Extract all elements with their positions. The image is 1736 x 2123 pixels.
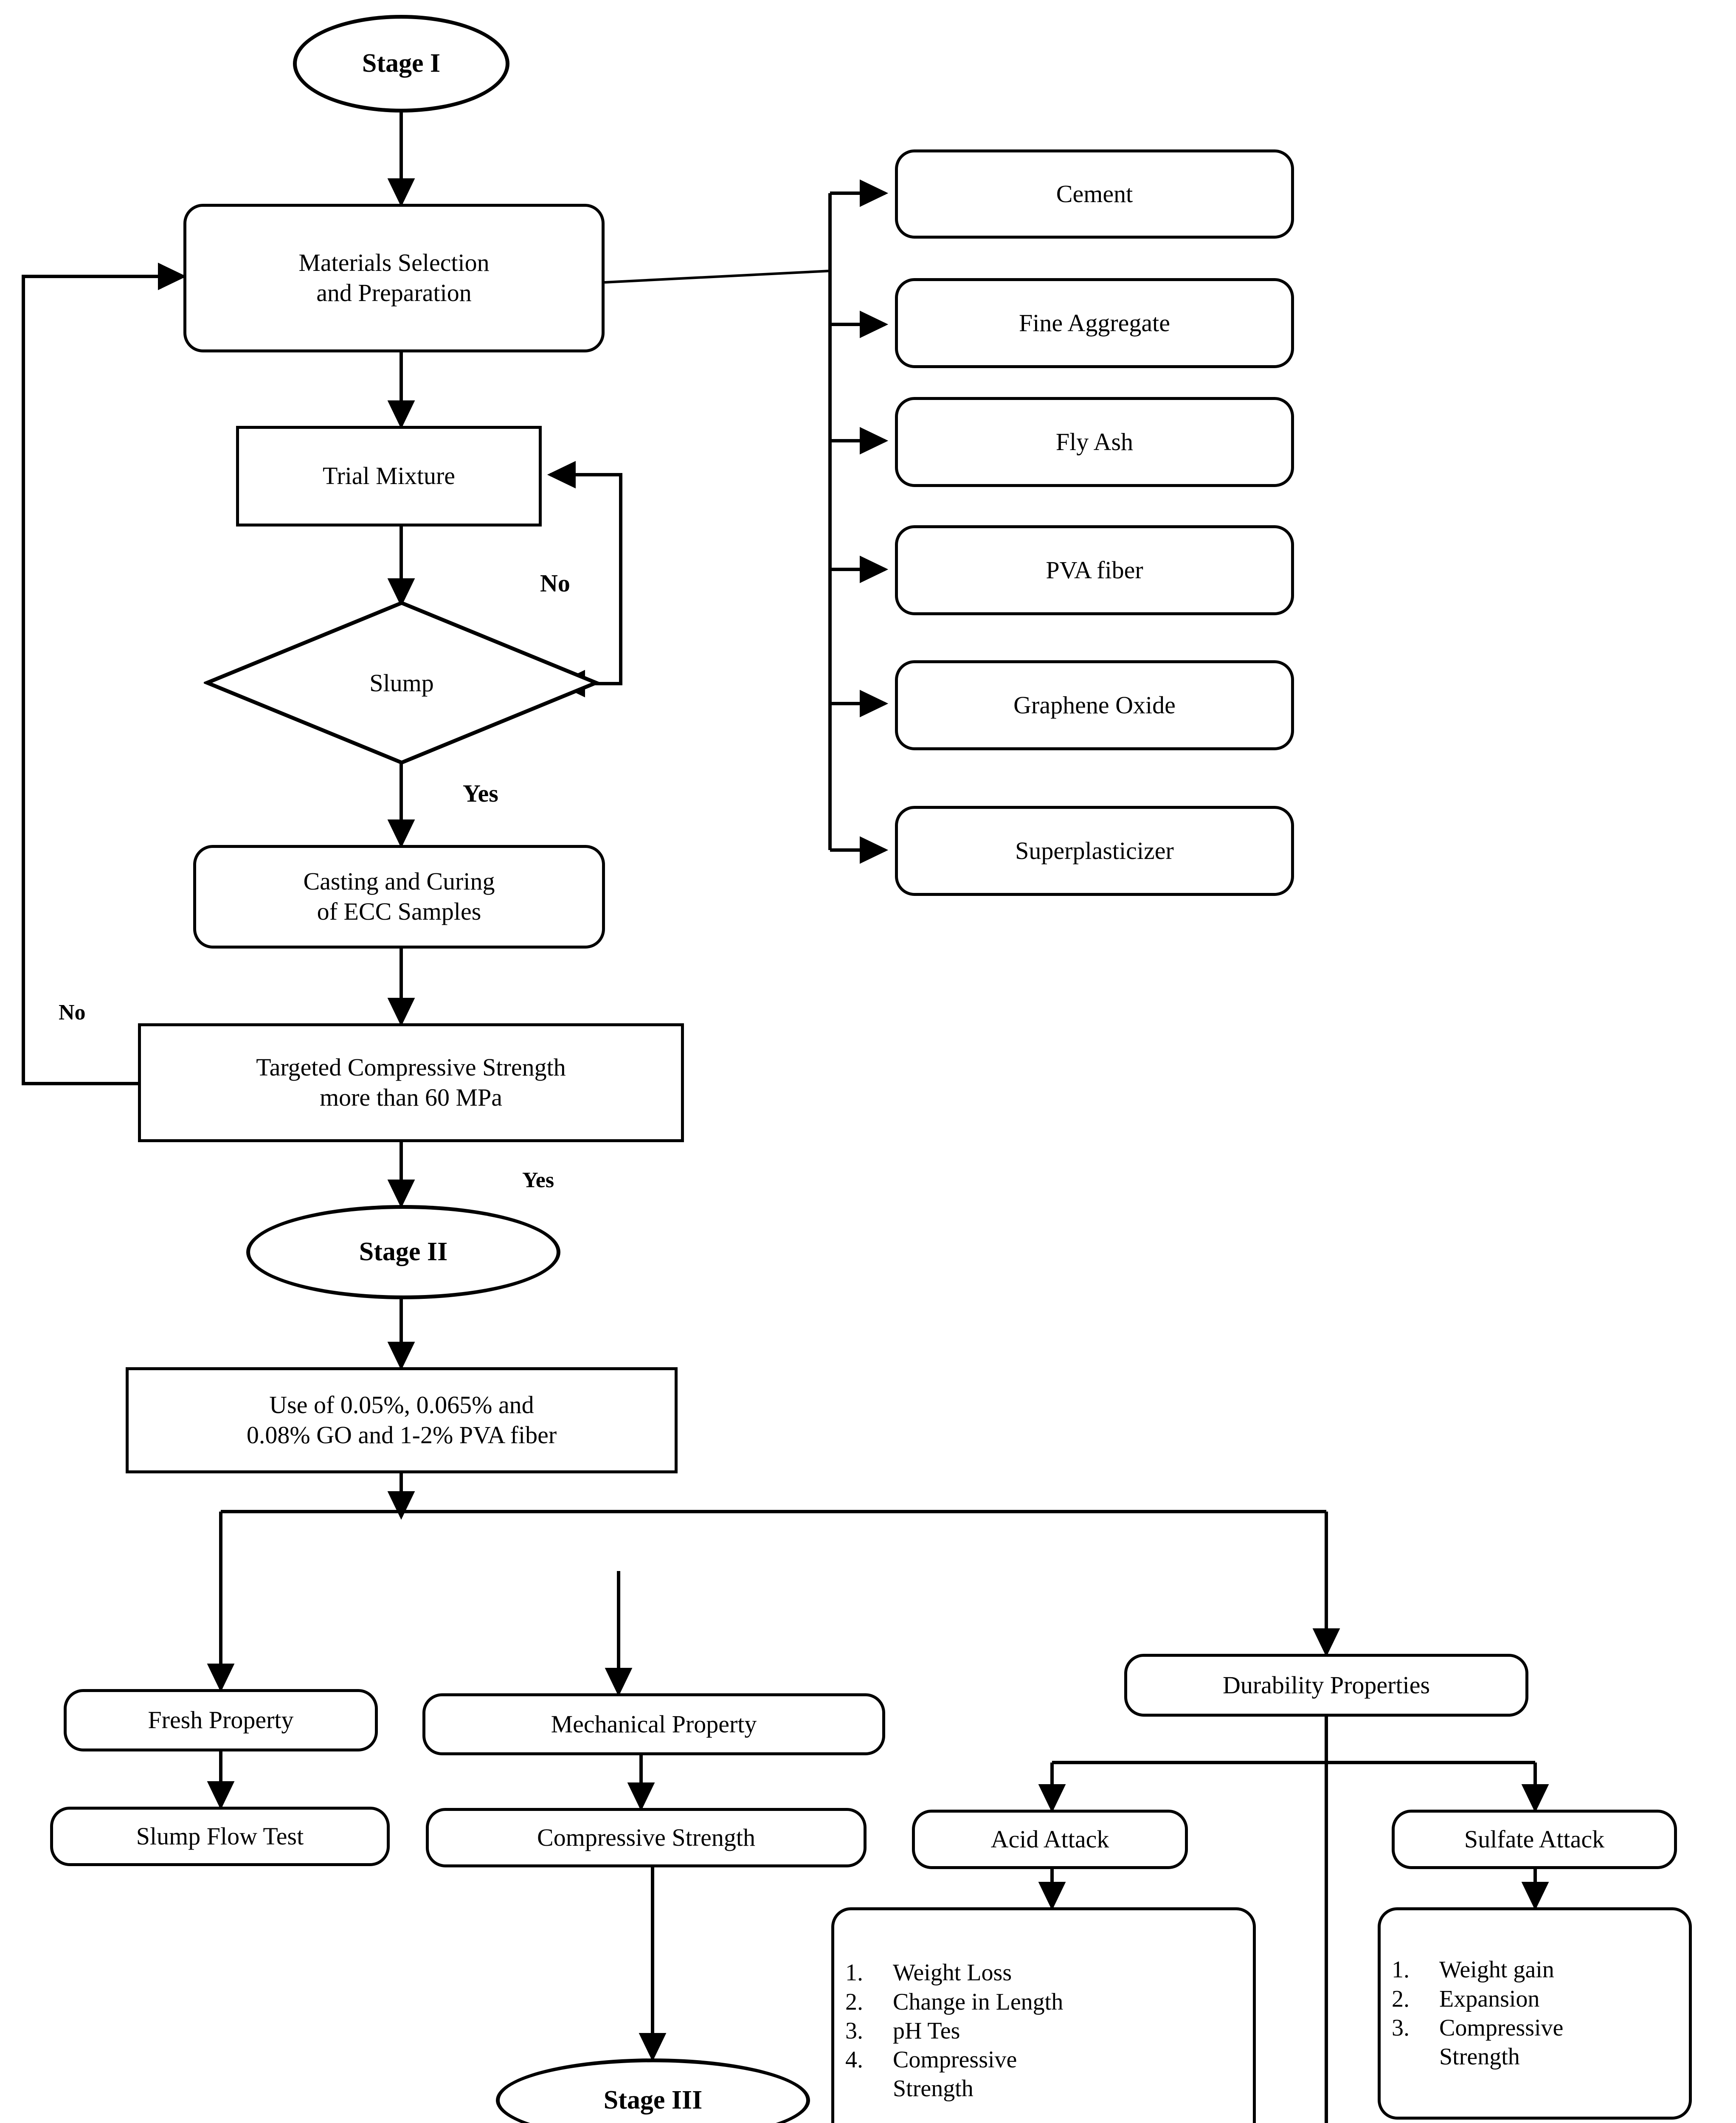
node-sulfate-attack-tests[interactable]: 1. Weight gain 2. Expansion 3. Compressi… xyxy=(1378,1907,1692,2120)
node-slump-decision-label-wrap: Slump xyxy=(204,600,599,766)
node-acid-attack[interactable]: Acid Attack xyxy=(912,1810,1188,1869)
node-material-superplasticizer-label: Superplasticizer xyxy=(1015,836,1174,864)
list-item: 1. Weight gain xyxy=(1392,1955,1678,1984)
node-compressive-strength[interactable]: Compressive Strength xyxy=(426,1808,867,1867)
node-acid-attack-label: Acid Attack xyxy=(990,1825,1109,1853)
node-durability-properties[interactable]: Durability Properties xyxy=(1124,1654,1528,1717)
node-material-pva-fiber-label: PVA fiber xyxy=(1046,556,1143,584)
node-trial-mixture[interactable]: Trial Mixture xyxy=(236,426,542,527)
node-mechanical-property[interactable]: Mechanical Property xyxy=(422,1693,885,1755)
list-item-number: 1. xyxy=(1392,1957,1410,1983)
list-item: 1. Weight Loss xyxy=(845,1958,1242,1987)
list-item: 2. Change in Length xyxy=(845,1988,1242,2016)
sulfate-attack-test-list: 1. Weight gain 2. Expansion 3. Compressi… xyxy=(1392,1955,1678,2071)
edge-label-strength-yes: Yes xyxy=(522,1168,554,1192)
node-mechanical-property-label: Mechanical Property xyxy=(551,1710,757,1738)
acid-attack-test-list: 1. Weight Loss 2. Change in Length 3. pH… xyxy=(845,1958,1242,2103)
node-casting-curing-label: Casting and Curing of ECC Samples xyxy=(303,867,495,925)
node-material-pva-fiber[interactable]: PVA fiber xyxy=(895,525,1294,615)
node-fresh-property[interactable]: Fresh Property xyxy=(64,1689,378,1751)
list-item-number: 2. xyxy=(845,1988,863,2015)
list-item: 3. Compressive Strength xyxy=(1392,2013,1678,2072)
list-item: 4. Compressive Strength xyxy=(845,2045,1242,2103)
node-material-graphene-oxide[interactable]: Graphene Oxide xyxy=(895,660,1294,750)
node-trial-mixture-label: Trial Mixture xyxy=(322,462,456,490)
node-stage-1[interactable]: Stage I xyxy=(293,15,509,113)
node-material-fly-ash-label: Fly Ash xyxy=(1055,428,1134,456)
node-materials-selection[interactable]: Materials Selection and Preparation xyxy=(183,204,605,352)
list-item-text: Weight Loss xyxy=(893,1960,1012,1986)
node-material-fine-aggregate[interactable]: Fine Aggregate xyxy=(895,278,1294,368)
node-stage-1-label: Stage I xyxy=(362,49,441,78)
node-material-graphene-oxide-label: Graphene Oxide xyxy=(1013,691,1176,719)
node-acid-attack-tests[interactable]: 1. Weight Loss 2. Change in Length 3. pH… xyxy=(831,1907,1256,2123)
list-item-text: Weight gain xyxy=(1439,1957,1554,1983)
list-item-number: 4. xyxy=(845,2047,863,2073)
node-durability-properties-label: Durability Properties xyxy=(1222,1671,1430,1699)
edge-label-slump-no: No xyxy=(540,569,570,597)
node-sulfate-attack-label: Sulfate Attack xyxy=(1464,1825,1605,1853)
node-go-pva-dosage-label: Use of 0.05%, 0.065% and 0.08% GO and 1-… xyxy=(246,1391,557,1449)
list-item-text: Expansion xyxy=(1439,1985,1540,2012)
list-item: 3. pH Tes xyxy=(845,2016,1242,2045)
node-slump-flow-test[interactable]: Slump Flow Test xyxy=(50,1807,390,1866)
edge-target-no-loop xyxy=(22,262,187,1085)
node-materials-selection-label: Materials Selection and Preparation xyxy=(298,249,490,307)
node-material-cement-label: Cement xyxy=(1056,180,1133,208)
list-item-number: 3. xyxy=(845,2017,863,2044)
edge-materials-to-bus xyxy=(604,270,830,284)
list-item-text: Compressive Strength xyxy=(1439,2015,1564,2070)
list-item-text: Change in Length xyxy=(893,1988,1064,2015)
node-material-fly-ash[interactable]: Fly Ash xyxy=(895,397,1294,487)
list-item-number: 1. xyxy=(845,1960,863,1986)
node-stage-2-label: Stage II xyxy=(359,1237,448,1267)
node-compressive-strength-label: Compressive Strength xyxy=(537,1823,755,1851)
node-fresh-property-label: Fresh Property xyxy=(148,1706,294,1734)
node-slump-flow-test-label: Slump Flow Test xyxy=(136,1822,304,1850)
node-go-pva-dosage[interactable]: Use of 0.05%, 0.065% and 0.08% GO and 1-… xyxy=(126,1367,678,1473)
list-item: 2. Expansion xyxy=(1392,1985,1678,2013)
node-stage-3-label: Stage III xyxy=(603,2085,703,2115)
edge-label-strength-no: No xyxy=(59,1000,86,1025)
node-casting-curing[interactable]: Casting and Curing of ECC Samples xyxy=(193,845,605,949)
node-stage-2[interactable]: Stage II xyxy=(246,1205,560,1299)
node-slump-decision-label: Slump xyxy=(369,669,434,697)
node-slump-decision[interactable] xyxy=(204,600,599,766)
list-item-number: 3. xyxy=(1392,2015,1410,2041)
node-targeted-strength-label: Targeted Compressive Strength more than … xyxy=(256,1053,566,1111)
list-item-number: 2. xyxy=(1392,1985,1410,2012)
list-item-text: pH Tes xyxy=(893,2017,960,2044)
node-material-fine-aggregate-label: Fine Aggregate xyxy=(1019,309,1170,337)
list-item-text: Compressive Strength xyxy=(893,2047,1017,2102)
node-material-cement[interactable]: Cement xyxy=(895,149,1294,239)
node-targeted-strength[interactable]: Targeted Compressive Strength more than … xyxy=(138,1023,684,1142)
node-sulfate-attack[interactable]: Sulfate Attack xyxy=(1392,1810,1677,1869)
edge-label-slump-yes: Yes xyxy=(463,780,498,807)
node-material-superplasticizer[interactable]: Superplasticizer xyxy=(895,806,1294,896)
